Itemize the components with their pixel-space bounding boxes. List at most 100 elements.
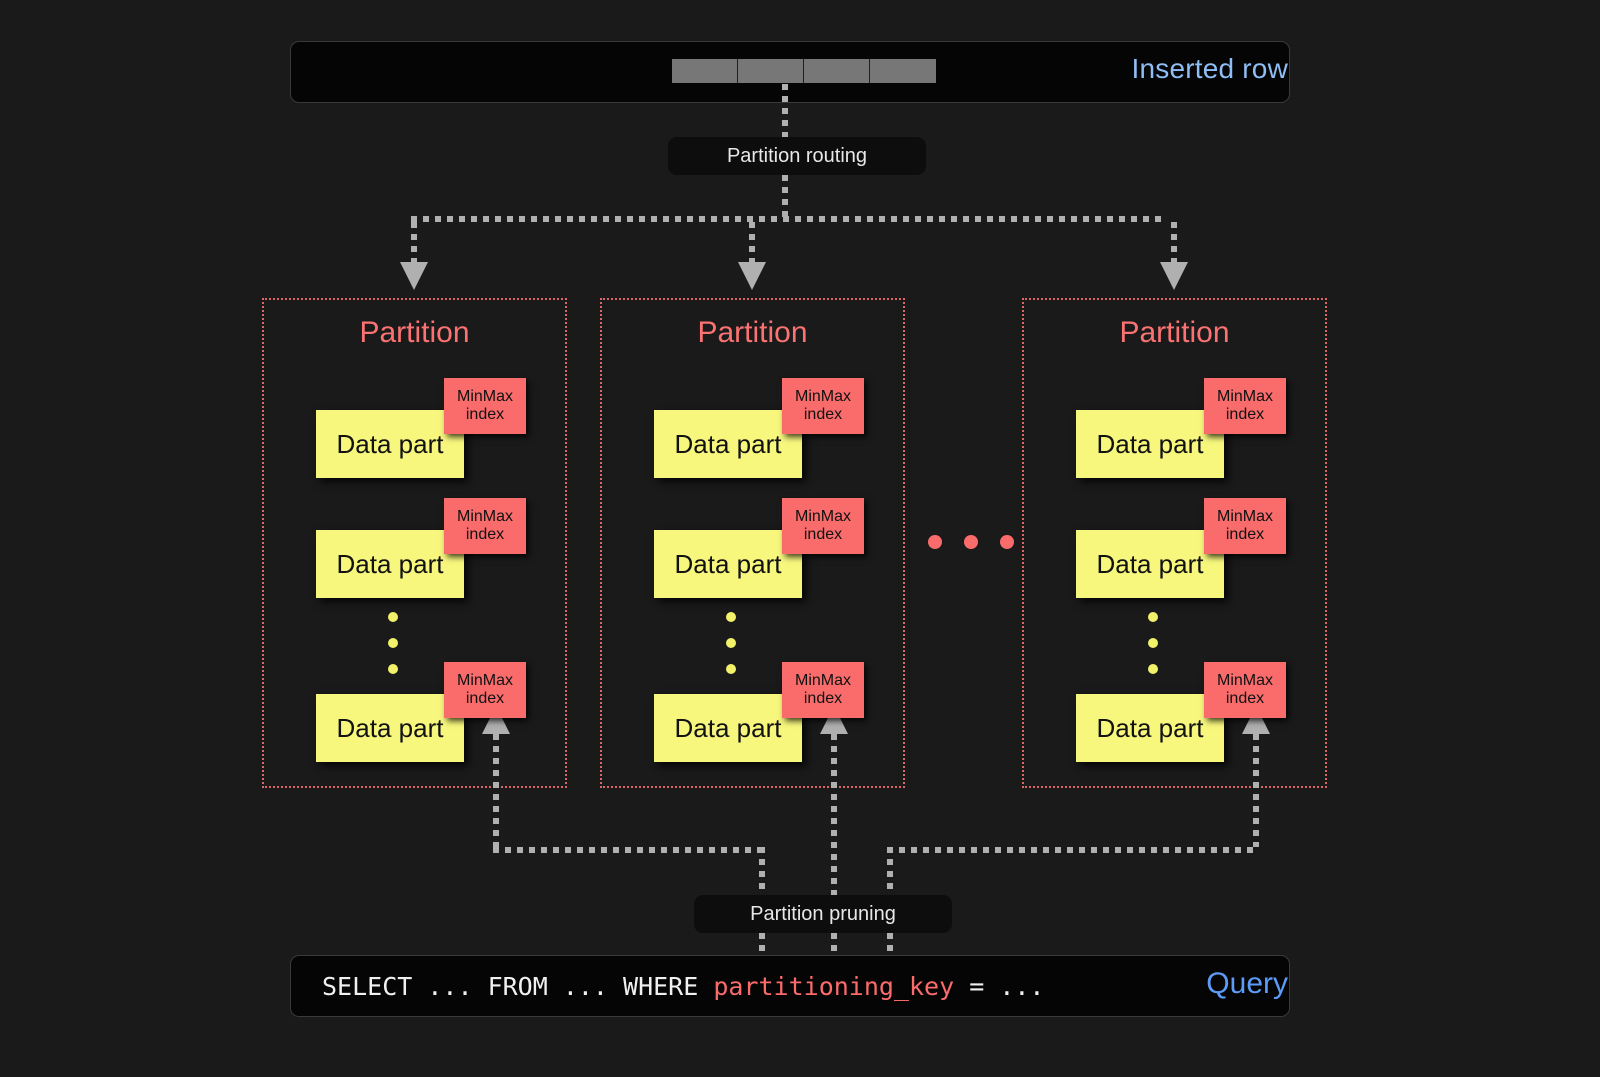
inserted-row-cells <box>672 59 936 83</box>
query-partitioning-key: partitioning_key <box>713 972 955 1001</box>
query-prefix: SELECT ... FROM ... WHERE <box>322 972 714 1001</box>
inserted-row-label: Inserted row <box>1131 53 1288 84</box>
ellipsis-dot <box>1148 638 1158 648</box>
connector-pruning-bus-right-drop <box>887 847 893 895</box>
minmax-index-box: MinMax index <box>444 378 526 434</box>
ellipsis-dot <box>928 535 942 549</box>
data-part-box: Data part <box>1076 410 1224 478</box>
data-part-box: Data part <box>1076 530 1224 598</box>
ellipsis-dot <box>726 664 736 674</box>
query-label: Query <box>1206 967 1288 1000</box>
data-part-box: Data part <box>316 410 464 478</box>
connector-pruning-bus-left <box>493 847 765 853</box>
minmax-index-line1: MinMax <box>794 671 851 689</box>
minmax-index-box: MinMax index <box>782 378 864 434</box>
connector-routing-bus <box>411 216 1163 222</box>
connector-bus-to-partition-0 <box>411 222 417 264</box>
minmax-index-line1: MinMax <box>794 387 851 405</box>
connector-pruning-bus-left-drop <box>759 847 765 895</box>
arrow-down-partition-0 <box>400 262 428 290</box>
connector-partition-2-to-bus <box>1253 734 1259 847</box>
minmax-index-line2: index <box>1225 690 1265 707</box>
row-cell <box>870 59 936 83</box>
minmax-index-box: MinMax index <box>782 662 864 718</box>
ellipsis-dot <box>1000 535 1014 549</box>
data-part-group: MinMax index Data part <box>654 498 864 598</box>
partition-pruning-chip: Partition pruning <box>694 895 952 933</box>
minmax-index-line1: MinMax <box>1216 387 1273 405</box>
data-part-group: MinMax index Data part <box>1076 498 1286 598</box>
data-part-ellipsis <box>726 612 738 690</box>
connector-pruning-to-query-1 <box>831 933 837 957</box>
connector-bus-to-partition-1 <box>749 222 755 264</box>
partition-title: Partition <box>697 316 808 349</box>
minmax-index-box: MinMax index <box>444 662 526 718</box>
data-part-group: MinMax index Data part <box>316 662 526 762</box>
minmax-index-box: MinMax index <box>444 498 526 554</box>
ellipsis-dot <box>1148 664 1158 674</box>
ellipsis-dot <box>388 638 398 648</box>
minmax-index-box: MinMax index <box>1204 378 1286 434</box>
data-part-ellipsis <box>1148 612 1160 690</box>
minmax-index-line2: index <box>465 406 505 423</box>
connector-partition-1-to-pruning <box>831 734 837 895</box>
minmax-index-line2: index <box>465 690 505 707</box>
minmax-index-box: MinMax index <box>1204 498 1286 554</box>
partition-title: Partition <box>1119 316 1230 349</box>
connector-pruning-to-query-0 <box>759 933 765 957</box>
query-bar <box>290 955 1290 1017</box>
connector-pruning-to-query-2 <box>887 933 893 957</box>
partition-ellipsis <box>928 535 1014 549</box>
partition-routing-chip: Partition routing <box>668 137 926 175</box>
minmax-index-line2: index <box>803 690 843 707</box>
minmax-index-line1: MinMax <box>794 507 851 525</box>
data-part-box: Data part <box>654 694 802 762</box>
minmax-index-line1: MinMax <box>456 671 513 689</box>
minmax-index-line2: index <box>803 526 843 543</box>
data-part-box: Data part <box>654 410 802 478</box>
ellipsis-dot <box>388 664 398 674</box>
connector-pruning-bus-right <box>887 847 1259 853</box>
data-part-box: Data part <box>316 530 464 598</box>
minmax-index-line1: MinMax <box>1216 671 1273 689</box>
row-cell <box>672 59 738 83</box>
minmax-index-box: MinMax index <box>1204 662 1286 718</box>
data-part-group: MinMax index Data part <box>316 498 526 598</box>
minmax-index-box: MinMax index <box>782 498 864 554</box>
data-part-group: MinMax index Data part <box>1076 662 1286 762</box>
data-part-box: Data part <box>1076 694 1224 762</box>
connector-row-to-routing <box>782 84 788 138</box>
data-part-group: MinMax index Data part <box>654 662 864 762</box>
arrow-down-partition-2 <box>1160 262 1188 290</box>
minmax-index-line1: MinMax <box>1216 507 1273 525</box>
ellipsis-dot <box>1148 612 1158 622</box>
data-part-group: MinMax index Data part <box>654 378 864 478</box>
minmax-index-line1: MinMax <box>456 507 513 525</box>
data-part-ellipsis <box>388 612 400 690</box>
minmax-index-line1: MinMax <box>456 387 513 405</box>
partition-box: Partition MinMax index Data part MinMax … <box>600 298 905 788</box>
partition-title: Partition <box>359 316 470 349</box>
minmax-index-line2: index <box>803 406 843 423</box>
ellipsis-dot <box>726 638 736 648</box>
data-part-group: MinMax index Data part <box>316 378 526 478</box>
partition-box: Partition MinMax index Data part MinMax … <box>262 298 567 788</box>
arrow-down-partition-1 <box>738 262 766 290</box>
connector-partition-0-to-bus <box>493 734 499 847</box>
connector-bus-to-partition-2 <box>1171 222 1177 264</box>
connector-routing-to-bus <box>782 175 788 219</box>
minmax-index-line2: index <box>465 526 505 543</box>
minmax-index-line2: index <box>1225 526 1265 543</box>
query-text: SELECT ... FROM ... WHERE partitioning_k… <box>322 972 1044 1001</box>
row-cell <box>738 59 804 83</box>
query-suffix: = ... <box>954 972 1045 1001</box>
ellipsis-dot <box>964 535 978 549</box>
ellipsis-dot <box>726 612 736 622</box>
data-part-box: Data part <box>654 530 802 598</box>
ellipsis-dot <box>388 612 398 622</box>
minmax-index-line2: index <box>1225 406 1265 423</box>
data-part-box: Data part <box>316 694 464 762</box>
partition-box: Partition MinMax index Data part MinMax … <box>1022 298 1327 788</box>
row-cell <box>804 59 870 83</box>
